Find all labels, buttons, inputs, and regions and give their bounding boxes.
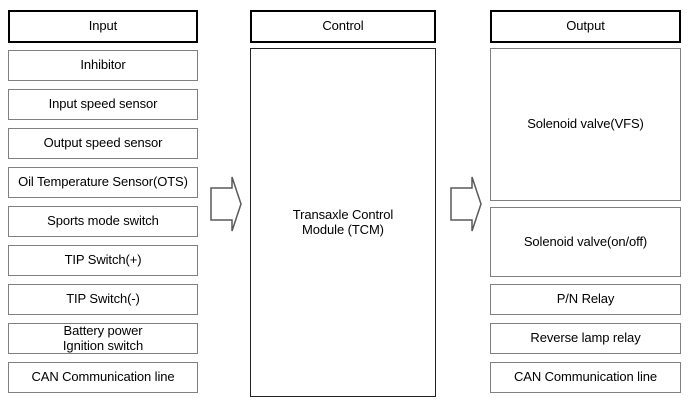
- input-item-sports-mode-switch: Sports mode switch: [8, 206, 198, 237]
- output-column-header: Output: [490, 10, 681, 43]
- input-item-output-speed-sensor: Output speed sensor: [8, 128, 198, 159]
- input-item-inhibitor: Inhibitor: [8, 50, 198, 81]
- flow-arrow-control-to-output-icon: [450, 176, 482, 232]
- input-item-oil-temperature-sensor-ots: Oil Temperature Sensor(OTS): [8, 167, 198, 198]
- input-item-input-speed-sensor: Input speed sensor: [8, 89, 198, 120]
- output-item-solenoid-valve-on-off: Solenoid valve(on/off): [490, 207, 681, 277]
- input-column-header: Input: [8, 10, 198, 43]
- output-item-can-communication-line: CAN Communication line: [490, 362, 681, 393]
- transaxle-control-module-box: Transaxle Control Module (TCM): [250, 48, 436, 397]
- input-item-tip-switch-plus: TIP Switch(+): [8, 245, 198, 276]
- output-item-reverse-lamp-relay: Reverse lamp relay: [490, 323, 681, 354]
- flow-arrow-input-to-control-icon: [210, 176, 242, 232]
- output-item-pn-relay: P/N Relay: [490, 284, 681, 315]
- control-column-header: Control: [250, 10, 436, 43]
- input-item-can-communication-line: CAN Communication line: [8, 362, 198, 393]
- input-item-battery-power-ignition-switch: Battery power Ignition switch: [8, 323, 198, 354]
- output-item-solenoid-valve-vfs: Solenoid valve(VFS): [490, 48, 681, 201]
- input-item-tip-switch-minus: TIP Switch(-): [8, 284, 198, 315]
